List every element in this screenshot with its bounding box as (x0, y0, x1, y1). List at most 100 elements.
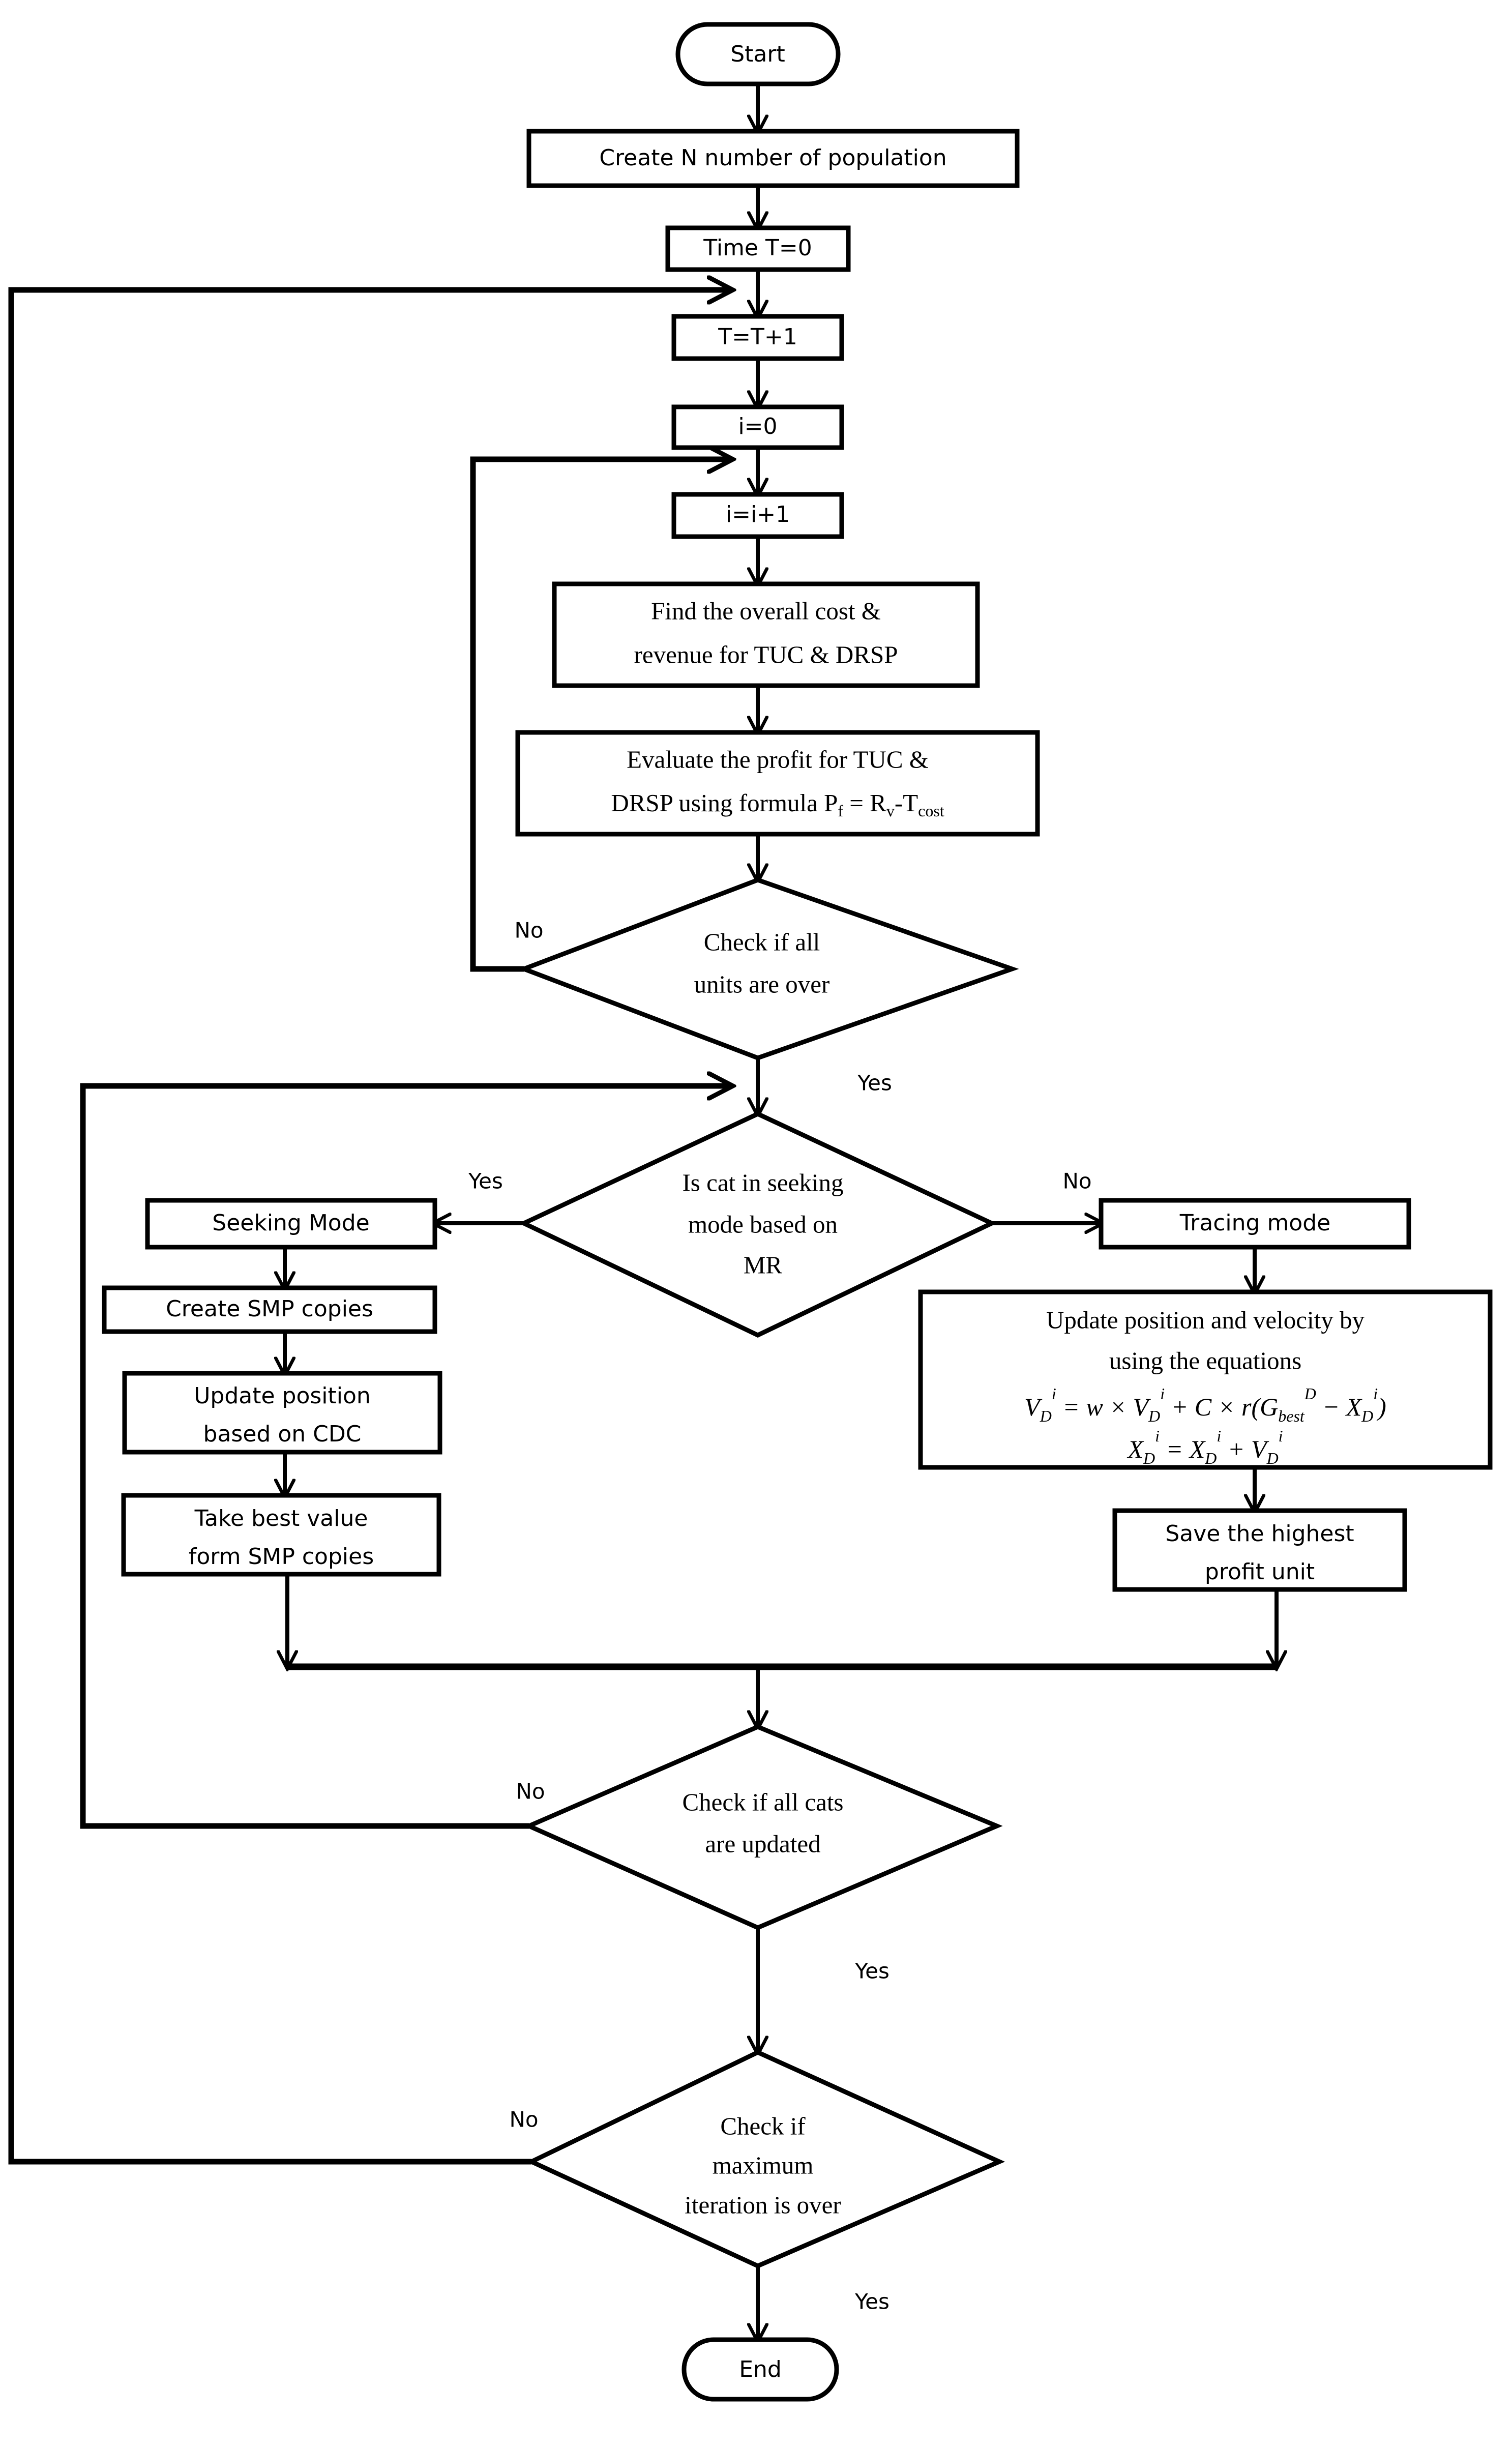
eq1-g-sup: D (1304, 1384, 1316, 1403)
node-check-max-iter-line1: Check if (720, 2112, 806, 2140)
node-i-increment[interactable]: i=i+1 (671, 492, 844, 539)
eq1-minus: − (1322, 1393, 1340, 1421)
node-create-smp-label: Create SMP copies (166, 1296, 373, 1322)
eq1-w: w (1086, 1393, 1103, 1421)
node-update-velocity[interactable]: Update position and velocity by using th… (918, 1289, 1493, 1470)
node-check-cats-line1: Check if all cats (682, 1788, 843, 1816)
eq1-eq-sym: = (1062, 1393, 1080, 1421)
node-time-increment-label: T=T+1 (718, 324, 797, 350)
node-save-profit-line2: profit unit (1205, 1559, 1315, 1585)
eq1-times1: × (1109, 1393, 1126, 1421)
label-check-max-iter-no: No (509, 2107, 538, 2132)
node-evaluate-profit[interactable]: Evaluate the profit for TUC & DRSP using… (515, 730, 1040, 837)
eq1-x-sup: i (1373, 1384, 1378, 1403)
node-update-velocity-equation-1: VDi = w × VDi + C × r(GbestD − XDi) (1024, 1384, 1386, 1425)
edge-check-units-no-loop (470, 459, 730, 972)
node-take-best-line2: form SMP copies (189, 1544, 374, 1570)
node-evaluate-profit-line1: Evaluate the profit for TUC & (627, 745, 929, 773)
node-check-cats[interactable]: Check if all cats are updated (523, 1724, 1003, 1930)
evaluate-profit-sub-f: f (838, 802, 843, 820)
node-save-profit-line1: Save the highest (1165, 1521, 1354, 1547)
node-time-increment[interactable]: T=T+1 (671, 314, 844, 361)
node-create-population-label: Create N number of population (599, 145, 946, 171)
evaluate-profit-sub-v: v (886, 802, 895, 820)
eq2-x1-sub: D (1143, 1449, 1155, 1467)
node-is-seeking-line1: Is cat in seeking (682, 1168, 843, 1196)
node-i-init[interactable]: i=0 (671, 404, 844, 450)
edge-check-cats-no-loop (80, 1086, 730, 1829)
eq1-eq (1056, 1393, 1063, 1421)
eq2-x2-sub: D (1204, 1449, 1217, 1467)
evaluate-profit-sub-cost: cost (918, 802, 944, 820)
eq1-g-sub: best (1278, 1407, 1305, 1425)
node-update-cdc-line2: based on CDC (203, 1421, 362, 1447)
node-update-cdc[interactable]: Update position based on CDC (122, 1371, 442, 1455)
node-i-init-label: i=0 (738, 414, 777, 439)
node-check-max-iter-line2: maximum (713, 2151, 814, 2179)
node-start[interactable]: Start (675, 22, 841, 86)
node-save-profit[interactable]: Save the highest profit unit (1112, 1508, 1407, 1592)
node-find-cost-line2: revenue for TUC & DRSP (634, 640, 898, 668)
node-update-velocity-line2: using the equations (1109, 1346, 1301, 1374)
node-find-cost-line1: Find the overall cost & (651, 597, 881, 625)
eq1-v2-sub: D (1148, 1407, 1160, 1425)
eq2-eq: = (1166, 1435, 1183, 1463)
evaluate-profit-mid: = R (843, 789, 886, 817)
node-i-increment-label: i=i+1 (726, 502, 790, 527)
eq1-open: ( (1251, 1393, 1261, 1421)
node-end[interactable]: End (681, 2337, 839, 2402)
node-check-max-iter-line3: iteration is over (685, 2191, 841, 2219)
eq2-x1: X (1126, 1435, 1144, 1463)
eq1-v1-sup: i (1052, 1384, 1056, 1403)
eq1-r: r (1241, 1393, 1252, 1421)
eq1-v2-sup: i (1160, 1384, 1165, 1403)
node-tracing-mode[interactable]: Tracing mode (1099, 1198, 1411, 1250)
node-is-seeking-line3: MR (744, 1251, 783, 1279)
label-is-seeking-no: No (1062, 1169, 1091, 1194)
evaluate-profit-prefix: DRSP using formula P (611, 789, 838, 817)
evaluate-profit-dash: -T (895, 789, 918, 817)
eq1-g: G (1260, 1393, 1278, 1421)
label-check-cats-no: No (516, 1779, 545, 1804)
eq1-x-sub: D (1361, 1407, 1373, 1425)
node-is-seeking[interactable]: Is cat in seeking mode based on MR (518, 1111, 997, 1338)
node-check-max-iter[interactable]: Check if maximum iteration is over (526, 2050, 1005, 2268)
eq1-close: ) (1376, 1393, 1386, 1421)
node-check-units-line2: units are over (694, 970, 830, 998)
node-check-cats-line2: are updated (705, 1830, 820, 1858)
node-evaluate-profit-line2: DRSP using formula Pf = Rv-Tcost (611, 789, 944, 820)
label-check-units-yes: Yes (857, 1071, 892, 1096)
node-seeking-mode[interactable]: Seeking Mode (145, 1198, 437, 1250)
node-create-population[interactable]: Create N number of population (526, 129, 1020, 188)
eq2-plus: + (1228, 1435, 1245, 1463)
eq1-v2: V (1133, 1393, 1151, 1421)
node-end-label: End (739, 2356, 782, 2382)
eq1-v1-sub: D (1040, 1407, 1052, 1425)
node-take-best-line1: Take best value (194, 1506, 368, 1531)
node-start-label: Start (730, 41, 785, 67)
label-check-cats-yes: Yes (854, 1959, 890, 1984)
node-update-velocity-line1: Update position and velocity by (1046, 1306, 1365, 1334)
node-update-velocity-equation-2: XDi = XDi + VDi (1126, 1427, 1283, 1467)
node-take-best[interactable]: Take best value form SMP copies (121, 1493, 441, 1577)
label-is-seeking-yes: Yes (468, 1169, 503, 1194)
node-check-units[interactable]: Check if all units are over (517, 877, 1019, 1060)
node-update-cdc-line1: Update position (194, 1383, 371, 1409)
node-time-init[interactable]: Time T=0 (665, 225, 851, 272)
eq1-plus: + (1171, 1393, 1189, 1421)
eq2-x2-sup: i (1217, 1427, 1221, 1445)
eq1-times2: × (1218, 1393, 1235, 1421)
node-time-init-label: Time T=0 (703, 235, 812, 261)
eq2-x1-sup: i (1155, 1427, 1160, 1445)
node-tracing-mode-label: Tracing mode (1179, 1210, 1330, 1236)
label-check-max-iter-yes: Yes (854, 2289, 890, 2314)
eq1-v1: V (1024, 1393, 1043, 1421)
node-create-smp[interactable]: Create SMP copies (102, 1285, 437, 1334)
node-seeking-mode-label: Seeking Mode (212, 1210, 369, 1236)
eq1-x: X (1345, 1393, 1363, 1421)
eq1-c: C (1195, 1393, 1212, 1421)
edge-check-max-iter-no-loop (8, 290, 730, 2165)
node-find-cost[interactable]: Find the overall cost & revenue for TUC … (552, 581, 980, 688)
eq2-x2: X (1189, 1435, 1206, 1463)
eq2-v-sub: D (1266, 1449, 1279, 1467)
